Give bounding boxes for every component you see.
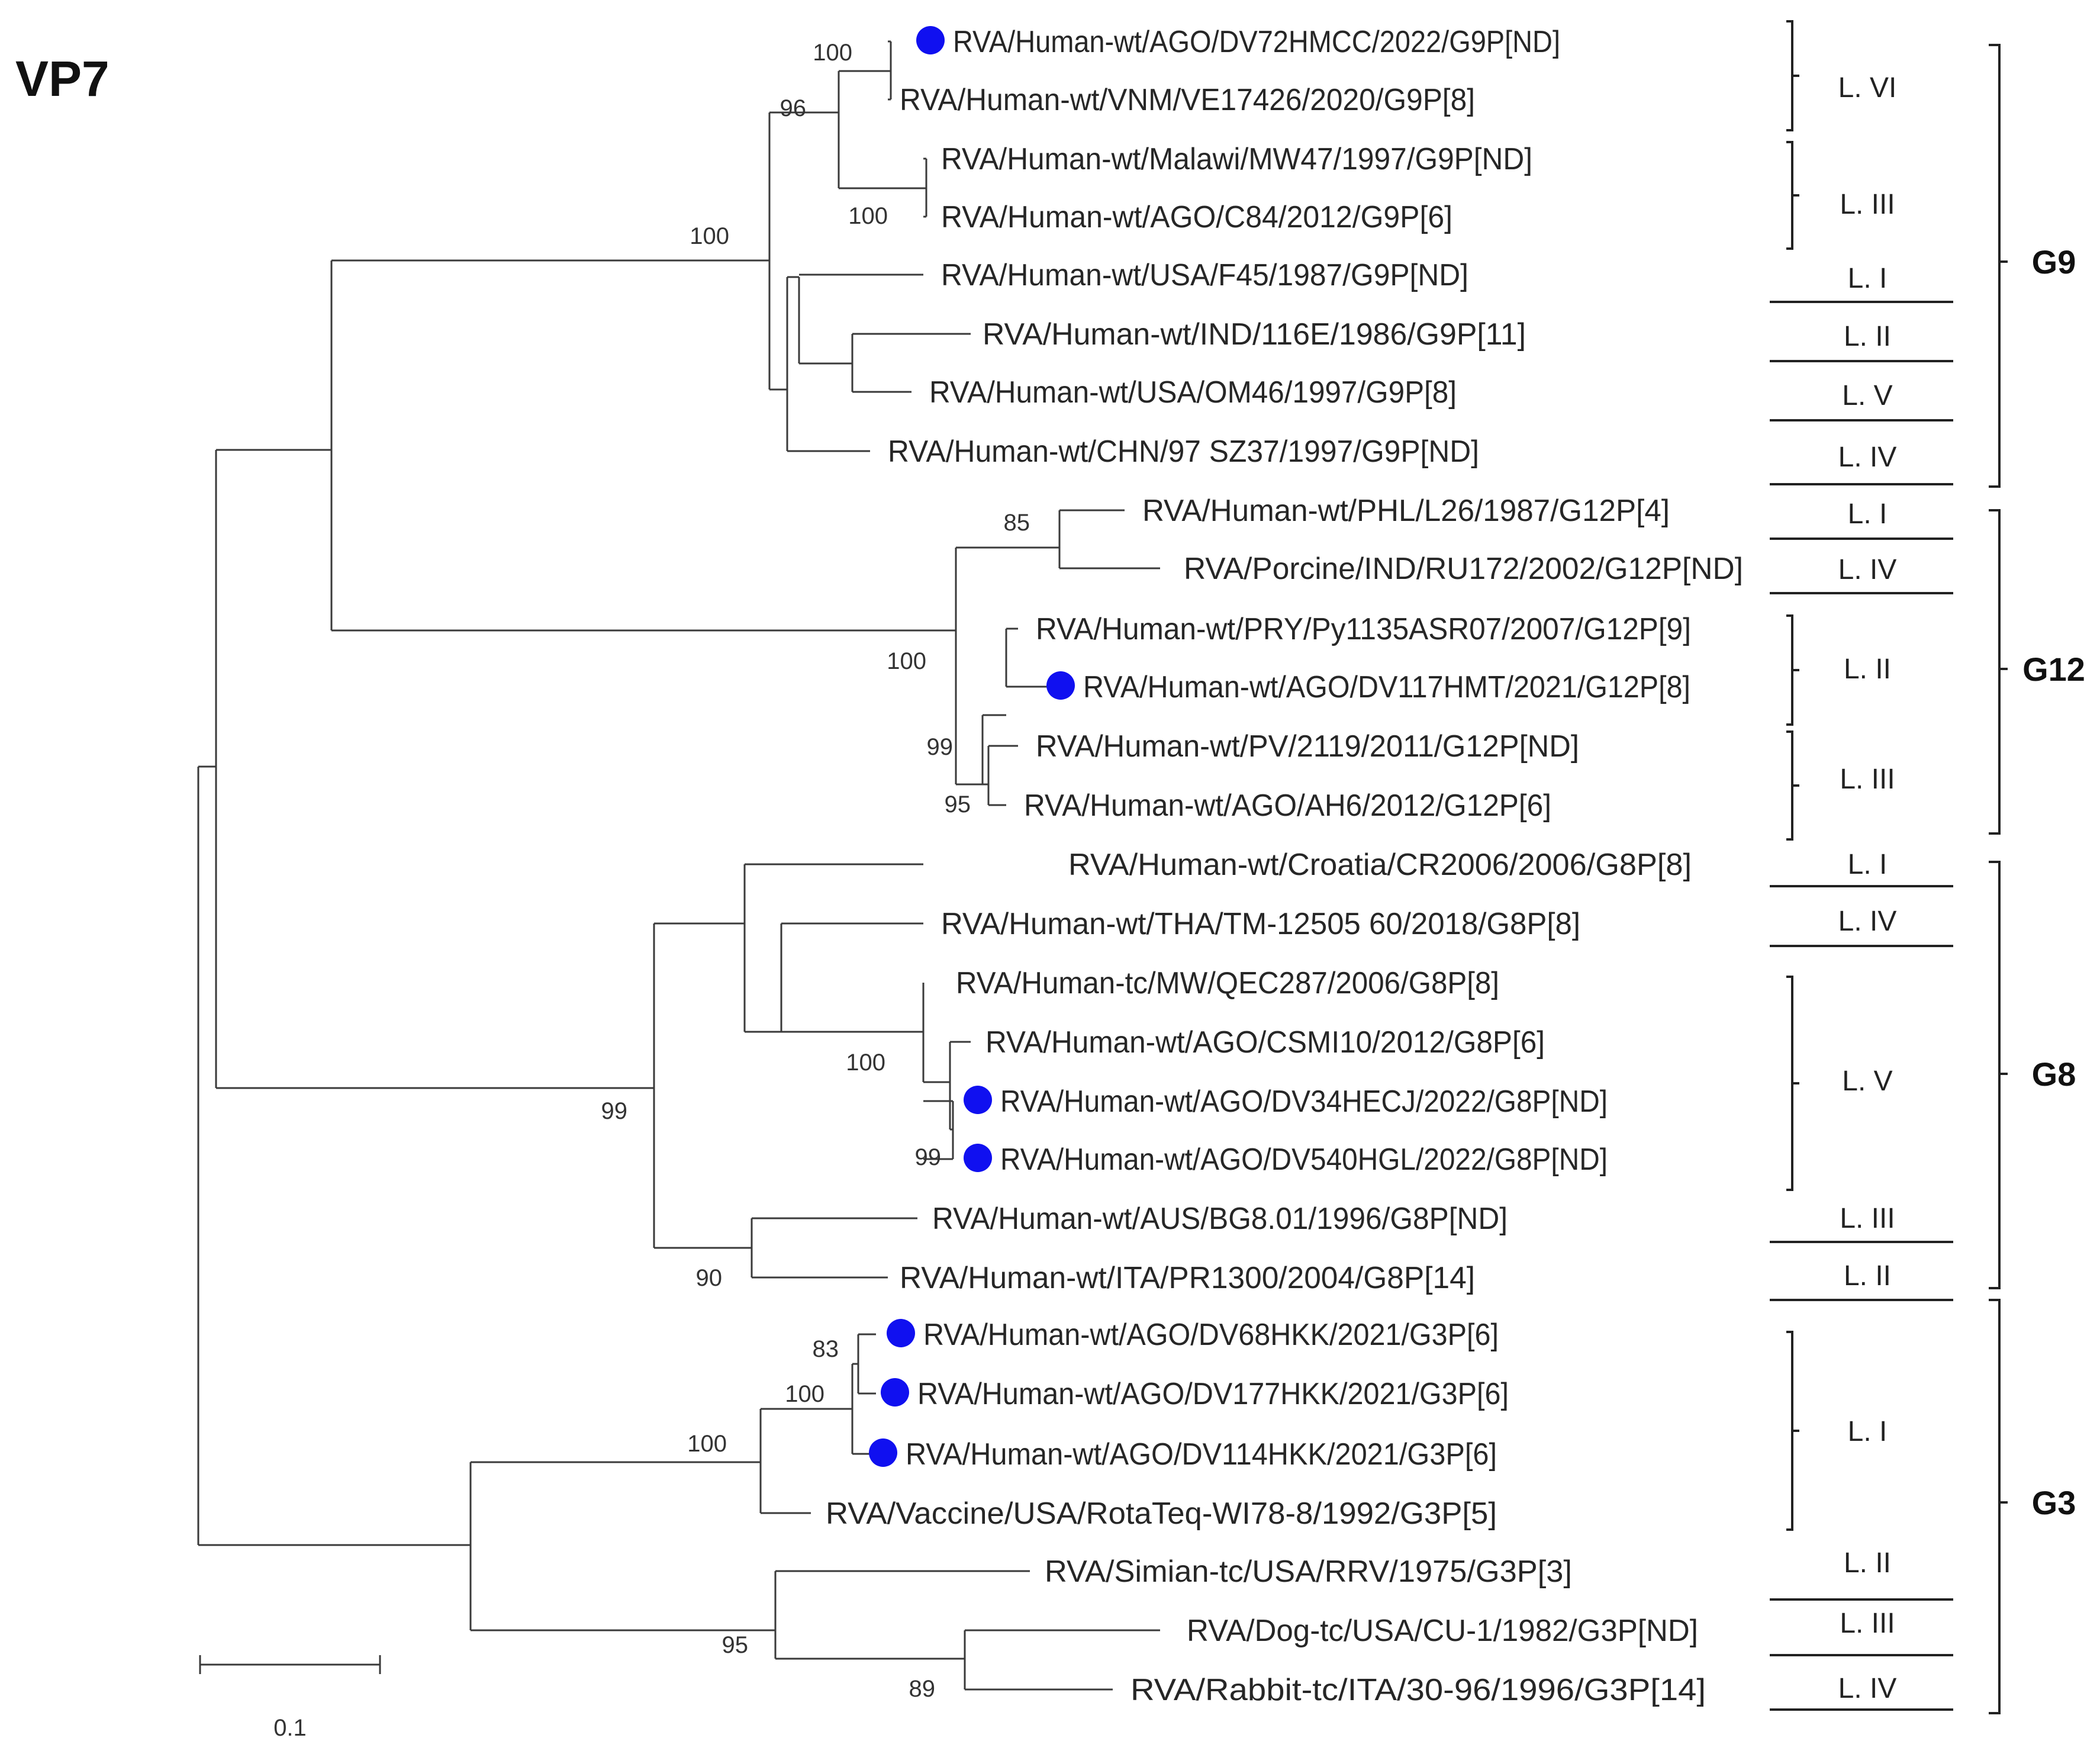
- leaf-label: RVA/Human-tc/MW/QEC287/2006/G8P[8]: [956, 966, 1499, 1000]
- leaf-label: RVA/Human-wt/AGO/DV34HECJ/2022/G8P[ND]: [1000, 1084, 1608, 1119]
- bootstrap-value: 100: [690, 223, 729, 249]
- bootstrap-value: 99: [601, 1098, 628, 1124]
- lineage-bracket: [1786, 20, 1793, 131]
- leaf-label: RVA/Human-wt/USA/OM46/1997/G9P[8]: [929, 375, 1457, 410]
- genotype-bracket: [1989, 861, 2001, 1289]
- genotype-label: G9: [2032, 243, 2076, 281]
- leaf-label: RVA/Human-wt/AGO/DV68HKK/2021/G3P[6]: [923, 1318, 1499, 1352]
- lineage-bracket: [1786, 141, 1793, 250]
- bootstrap-value: 99: [927, 734, 954, 760]
- figure-title: VP7: [15, 51, 109, 107]
- leaf-label: RVA/Human-wt/PHL/L26/1987/G12P[4]: [1142, 494, 1670, 528]
- bootstrap-value: 89: [909, 1676, 936, 1702]
- genotype-bracket: [1989, 1299, 2001, 1714]
- bootstrap-value: 100: [846, 1050, 885, 1076]
- bootstrap-value: 95: [722, 1632, 749, 1658]
- leaf-label: RVA/Human-wt/VNM/VE17426/2020/G9P[8]: [900, 83, 1475, 117]
- genotype-label: G3: [2032, 1484, 2076, 1521]
- leaf-label: RVA/Human-wt/THA/TM-12505 60/2018/G8P[8]: [941, 907, 1580, 941]
- leaf-label: RVA/Dog-tc/USA/CU-1/1982/G3P[ND]: [1187, 1614, 1698, 1648]
- sample-marker-dot: [881, 1378, 909, 1407]
- lineage-label: L. IV: [1838, 442, 1897, 473]
- leaf-label: RVA/Simian-tc/USA/RRV/1975/G3P[3]: [1045, 1555, 1572, 1589]
- leaf-label: RVA/Human-wt/ITA/PR1300/2004/G8P[14]: [900, 1261, 1475, 1295]
- bootstrap-value: 90: [696, 1265, 723, 1291]
- lineage-label: L. III: [1840, 764, 1895, 795]
- leaf-label: RVA/Human-wt/AGO/DV72HMCC/2022/G9P[ND]: [953, 25, 1560, 59]
- sample-marker-dot: [964, 1086, 992, 1114]
- sample-marker-dot: [1046, 671, 1075, 700]
- leaf-label: RVA/Human-wt/USA/F45/1987/G9P[ND]: [941, 258, 1468, 292]
- tree-markers: [869, 26, 1075, 1467]
- lineage-label: L. IV: [1838, 1673, 1897, 1704]
- leaf-label: RVA/Human-wt/AGO/DV114HKK/2021/G3P[6]: [906, 1437, 1497, 1472]
- lineage-label: L. II: [1844, 654, 1891, 685]
- leaf-label: RVA/Human-wt/AGO/CSMI10/2012/G8P[6]: [985, 1025, 1545, 1060]
- lineage-annotations: L. VI L. III L. I L. II L. V L. IV L. I L. IV L.…: [1770, 20, 2085, 1714]
- bootstrap-value: 100: [687, 1431, 727, 1457]
- leaf-label: RVA/Human-wt/AGO/DV117HMT/2021/G12P[8]: [1083, 670, 1690, 704]
- bootstrap-value: 99: [915, 1144, 942, 1170]
- tree-branches: [197, 40, 1160, 1691]
- bootstrap-labels: 100 96 100 100 85 100 99 95 100 99 99 90 83 100 100 95 8…: [601, 40, 1030, 1702]
- leaf-label: RVA/Human-wt/AGO/DV177HKK/2021/G3P[6]: [917, 1377, 1509, 1411]
- leaf-label: RVA/Human-wt/PRY/Py1135ASR07/2007/G12P[9…: [1036, 612, 1691, 646]
- genotype-bracket: [1989, 44, 2001, 488]
- lineage-label: L. I: [1848, 1416, 1888, 1447]
- bootstrap-value: 85: [1004, 510, 1030, 536]
- leaf-label: RVA/Human-wt/AGO/C84/2012/G9P[6]: [941, 200, 1452, 234]
- lineage-label: L. II: [1844, 1547, 1891, 1579]
- lineage-label: L. II: [1844, 1260, 1891, 1292]
- lineage-label: L. III: [1840, 1203, 1895, 1234]
- lineage-label: L. II: [1844, 321, 1891, 352]
- lineage-label: L. III: [1840, 1608, 1895, 1639]
- bootstrap-value: 96: [780, 95, 807, 121]
- sample-marker-dot: [916, 26, 945, 54]
- lineage-label: L. I: [1848, 849, 1888, 880]
- scale-bar-label: 0.1: [273, 1715, 307, 1741]
- leaf-label: RVA/Human-wt/AGO/AH6/2012/G12P[6]: [1024, 789, 1551, 823]
- lineage-label: L. III: [1840, 189, 1895, 220]
- leaf-label: RVA/Porcine/IND/RU172/2002/G12P[ND]: [1184, 552, 1743, 586]
- lineage-label: L. V: [1842, 380, 1892, 411]
- lineage-label: L. I: [1848, 498, 1888, 530]
- lineage-label: L. IV: [1838, 906, 1897, 937]
- bootstrap-value: 100: [848, 203, 888, 229]
- bootstrap-value: 95: [945, 791, 971, 818]
- leaf-label: RVA/Human-wt/IND/116E/1986/G9P[11]: [983, 317, 1526, 352]
- leaf-label: RVA/Human-wt/CHN/97 SZ37/1997/G9P[ND]: [888, 435, 1479, 469]
- lineage-bracket: [1786, 614, 1793, 726]
- leaf-label: RVA/Human-wt/AUS/BG8.01/1996/G8P[ND]: [932, 1202, 1508, 1236]
- leaf-label: RVA/Human-wt/Croatia/CR2006/2006/G8P[8]: [1068, 848, 1692, 882]
- lineage-bracket: [1786, 976, 1793, 1191]
- genotype-label: G8: [2032, 1055, 2076, 1093]
- lineage-bracket: [1786, 730, 1793, 841]
- bootstrap-value: 100: [813, 40, 852, 66]
- leaf-label: RVA/Human-wt/PV/2119/2011/G12P[ND]: [1036, 729, 1579, 764]
- lineage-bracket: [1786, 1331, 1793, 1531]
- sample-marker-dot: [869, 1438, 897, 1467]
- leaf-label: RVA/Human-wt/Malawi/MW47/1997/G9P[ND]: [941, 142, 1532, 176]
- scale-bar: 0.1: [199, 1655, 381, 1741]
- bootstrap-value: 83: [813, 1336, 839, 1362]
- lineage-label: L. IV: [1838, 554, 1897, 585]
- bootstrap-value: 100: [887, 648, 926, 674]
- genotype-label: G12: [2022, 651, 2085, 688]
- lineage-label: L. I: [1848, 263, 1888, 294]
- lineage-label: L. VI: [1838, 72, 1897, 104]
- leaf-label: RVA/Rabbit-tc/ITA/30-96/1996/G3P[14]: [1130, 1673, 1706, 1707]
- bootstrap-value: 100: [785, 1381, 824, 1407]
- sample-marker-dot: [887, 1319, 915, 1347]
- sample-marker-dot: [964, 1144, 992, 1172]
- leaf-label: RVA/Human-wt/AGO/DV540HGL/2022/G8P[ND]: [1000, 1142, 1608, 1177]
- genotype-bracket: [1989, 509, 2001, 835]
- leaf-label: RVA/Vaccine/USA/RotaTeq-WI78-8/1992/G3P[…: [826, 1496, 1497, 1531]
- lineage-label: L. V: [1842, 1066, 1892, 1097]
- leaf-labels: RVA/Human-wt/AGO/DV72HMCC/2022/G9P[ND] RV…: [826, 25, 1743, 1707]
